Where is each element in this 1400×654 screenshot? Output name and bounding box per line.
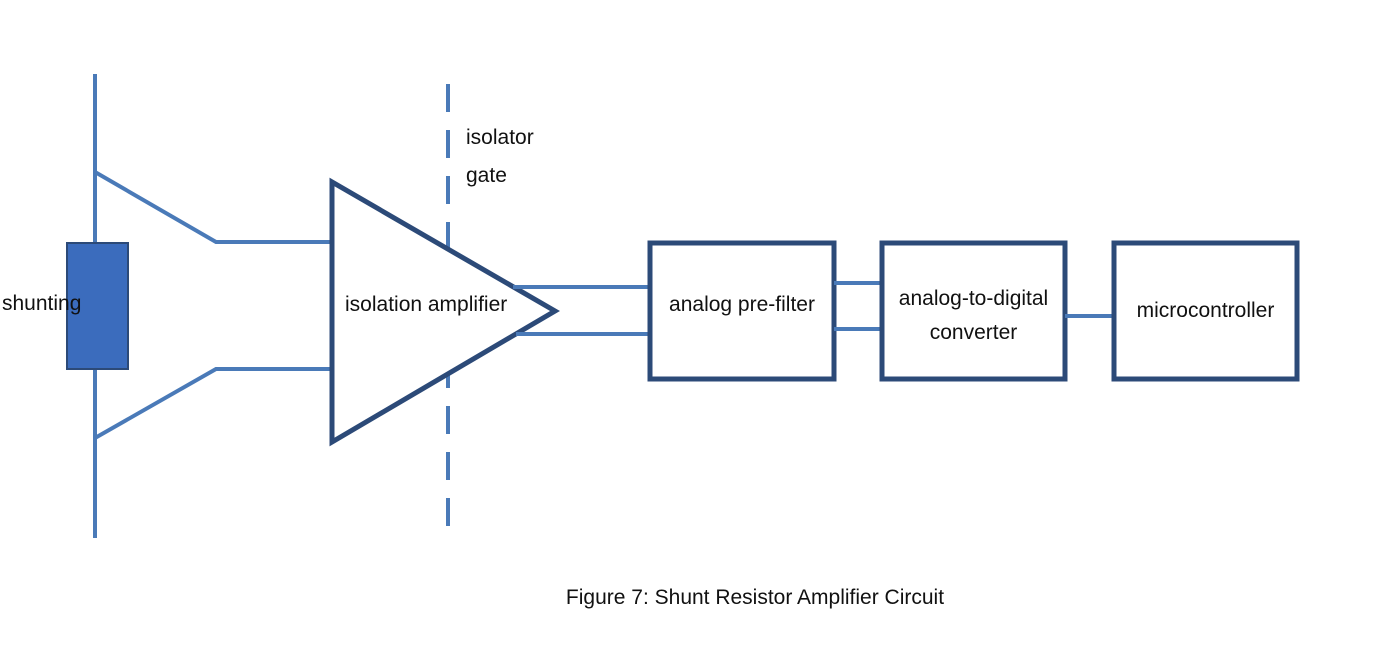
lower-sense-wire <box>94 367 332 440</box>
shunt-label: shunting <box>2 292 82 315</box>
figure-caption: Figure 7: Shunt Resistor Amplifier Circu… <box>565 586 945 609</box>
mcu-block <box>1111 240 1300 382</box>
isolator-label-line1: isolator <box>466 126 534 149</box>
adc-block <box>879 240 1068 382</box>
shunt-resistor <box>66 242 129 370</box>
mcu-label: microcontroller <box>1136 298 1275 322</box>
adc-label-line1: analog-to-digital <box>898 286 1049 310</box>
amplifier-label: isolation amplifier <box>343 291 510 320</box>
prefilter-block <box>647 240 837 382</box>
isolator-label-line2: gate <box>466 164 507 187</box>
adc-label-line2: converter <box>929 321 1018 344</box>
upper-sense-wire <box>93 170 332 244</box>
prefilter-label: analog pre-filter <box>669 292 815 316</box>
adc-label: analog-to-digital converter <box>882 276 1065 356</box>
